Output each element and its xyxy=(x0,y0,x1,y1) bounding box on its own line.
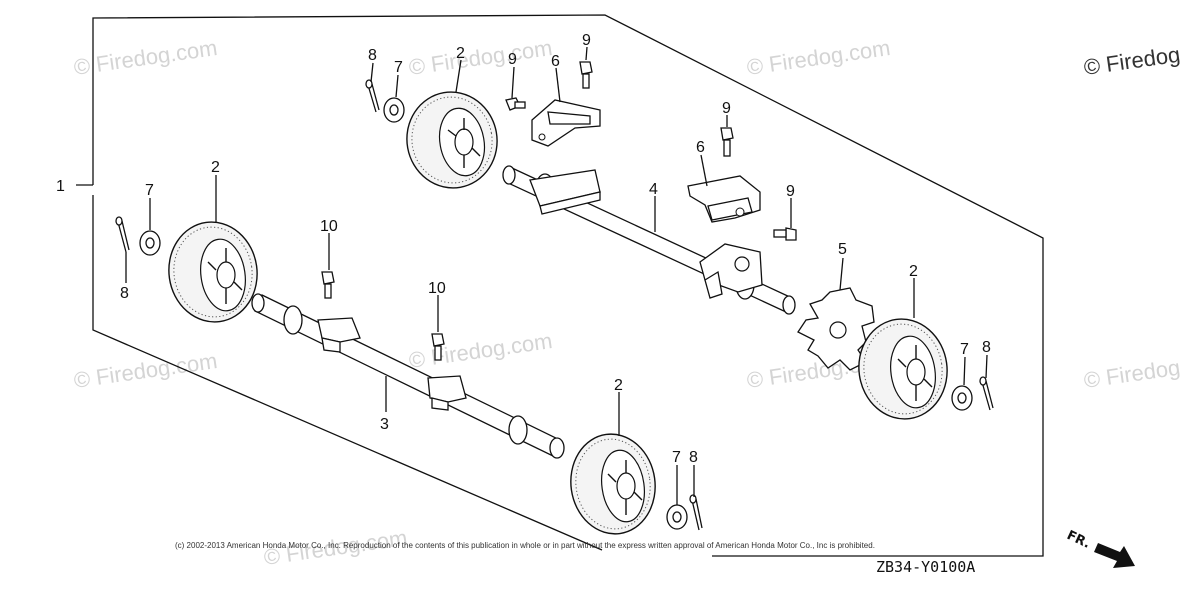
callouts: 1 2 2 2 2 3 4 5 6 6 7 7 7 7 8 8 8 8 9 9 … xyxy=(56,32,991,466)
washer xyxy=(383,97,405,123)
callout-2: 2 xyxy=(456,45,465,62)
callout-2: 2 xyxy=(909,263,918,280)
callout-8: 8 xyxy=(689,449,698,466)
callout-8: 8 xyxy=(982,339,991,356)
bolt xyxy=(431,333,445,361)
direction-label: FR. xyxy=(1064,528,1092,552)
callout-10: 10 xyxy=(428,280,446,297)
callout-10: 10 xyxy=(320,218,338,235)
lever-bracket xyxy=(699,243,763,299)
washer xyxy=(951,385,973,411)
watermark: © Firedog.com xyxy=(72,35,219,80)
callout-5: 5 xyxy=(838,241,847,258)
leader-lines xyxy=(125,46,988,505)
callout-6: 6 xyxy=(696,139,705,156)
watermark-dark: © Firedog.com xyxy=(1082,35,1180,80)
diagram-code: ZB34-Y0100A xyxy=(876,558,975,576)
callout-6: 6 xyxy=(551,53,560,70)
callout-2: 2 xyxy=(614,377,623,394)
wheel-front-right xyxy=(570,433,656,535)
watermark: © Firedog.com xyxy=(72,348,219,393)
callout-9: 9 xyxy=(722,100,731,117)
callout-7: 7 xyxy=(672,449,681,466)
watermark: © Firedog.com xyxy=(1082,348,1180,393)
callout-2: 2 xyxy=(211,159,220,176)
front-direction-indicator: FR. xyxy=(1064,528,1135,568)
washer xyxy=(666,504,688,530)
callout-1: 1 xyxy=(56,178,65,195)
height-adjuster-plate xyxy=(797,287,875,371)
callout-4: 4 xyxy=(649,181,658,198)
bolt xyxy=(579,61,593,89)
watermark: © Firedog.com xyxy=(407,328,554,373)
callout-7: 7 xyxy=(145,182,154,199)
front-axle xyxy=(251,293,565,459)
cotter-pin xyxy=(365,79,380,113)
bolt xyxy=(321,271,335,299)
watermark: © Firedog.com xyxy=(407,35,554,80)
cotter-pin xyxy=(979,376,994,411)
front-axle-bracket-left xyxy=(317,317,361,353)
front-axle-bracket-right xyxy=(427,375,467,411)
bolt xyxy=(505,97,526,111)
wheel-rear-right xyxy=(858,318,948,420)
wheel-front-left xyxy=(168,221,258,323)
callout-9: 9 xyxy=(786,183,795,200)
callout-9: 9 xyxy=(508,51,517,68)
callout-8: 8 xyxy=(368,47,377,64)
rear-bracket-mount xyxy=(529,169,601,215)
callout-7: 7 xyxy=(960,341,969,358)
watermark: © Firedog.com xyxy=(745,35,892,80)
bolt xyxy=(773,227,797,241)
bracket-top xyxy=(531,99,601,147)
wheel-rear-top xyxy=(406,91,498,189)
callout-8: 8 xyxy=(120,285,129,302)
cotter-pin xyxy=(689,494,703,531)
callout-7: 7 xyxy=(394,59,403,76)
assembly-outline-lower xyxy=(92,195,603,551)
washer xyxy=(139,230,161,256)
assembly-outline xyxy=(92,14,1044,557)
arrow-right-icon xyxy=(1094,543,1135,568)
bolt xyxy=(720,127,734,157)
copyright-notice: (c) 2002-2013 American Honda Motor Co., … xyxy=(175,541,875,550)
callout-9: 9 xyxy=(582,32,591,49)
bracket-mid xyxy=(687,175,761,223)
cotter-pin xyxy=(115,216,130,253)
callout-3: 3 xyxy=(380,416,389,433)
